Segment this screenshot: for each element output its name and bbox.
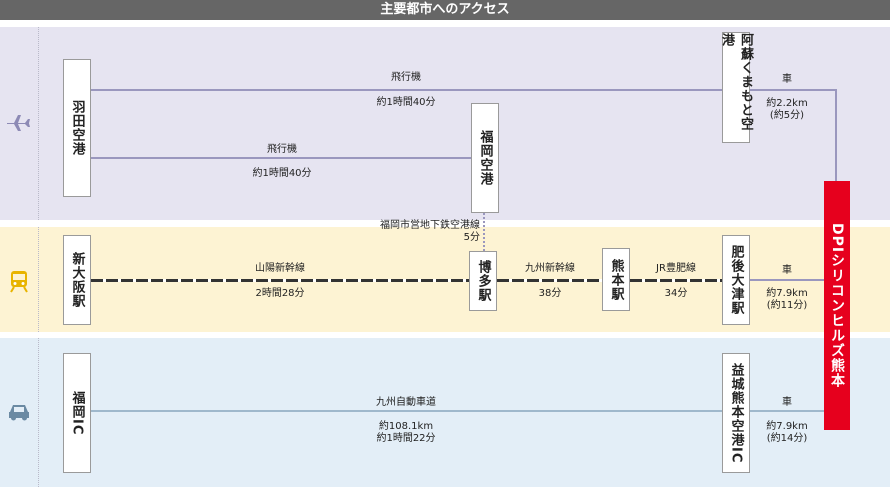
route-time-haneda-fukuoka: 約1時間40分 bbox=[252, 168, 312, 179]
route-mode-haneda-aso: 飛行機 bbox=[391, 72, 421, 83]
route-mode-haneda-fukuoka: 飛行機 bbox=[267, 144, 297, 155]
node-kumamoto-station: 熊本駅 bbox=[602, 248, 630, 311]
route-distance-aso-dest: 約2.2km bbox=[766, 98, 808, 109]
node-haneda-airport: 羽田空港 bbox=[63, 59, 91, 197]
route-line-ozu-dest bbox=[750, 279, 825, 281]
route-line-aso-dest bbox=[750, 89, 837, 91]
route-distance-ozu-dest: 約7.9km bbox=[766, 288, 808, 299]
node-mashiki-ic: 益城熊本空港IC bbox=[722, 353, 750, 473]
route-time-ozu-dest: (約11分) bbox=[766, 300, 808, 311]
route-mode-kyushu: 九州新幹線 bbox=[525, 263, 575, 274]
route-mode-expressway: 九州自動車道 bbox=[376, 397, 436, 408]
route-time-haneda-aso: 約1時間40分 bbox=[376, 97, 436, 108]
train-icon bbox=[6, 268, 32, 294]
route-line-haneda-fukuoka bbox=[91, 157, 471, 159]
route-mode-subway: 福岡市営地下鉄空港線 bbox=[380, 220, 480, 231]
node-fukuoka-ic: 福岡IC bbox=[63, 353, 91, 473]
route-time-kyushu: 38分 bbox=[538, 288, 562, 299]
destination-badge: DPIシリコンヒルズ熊本 bbox=[824, 181, 850, 430]
route-mode-ozu-dest: 車 bbox=[782, 265, 792, 276]
car-separator bbox=[38, 338, 39, 487]
route-mode-aso-dest: 車 bbox=[782, 74, 792, 85]
route-distance-mashiki-dest: 約7.9km bbox=[766, 421, 808, 432]
route-time-mashiki-dest: (約14分) bbox=[766, 433, 808, 444]
route-mode-sanyo: 山陽新幹線 bbox=[255, 263, 305, 274]
route-line-mashiki-dest bbox=[750, 410, 825, 412]
route-time-subway: 5分 bbox=[463, 232, 480, 243]
route-mode-hohi: JR豊肥線 bbox=[656, 263, 696, 274]
route-line-aso-dest-vertical bbox=[835, 89, 837, 182]
air-separator bbox=[38, 27, 39, 220]
rail-line-sanyo bbox=[91, 279, 469, 282]
route-mode-mashiki-dest: 車 bbox=[782, 397, 792, 408]
section-title: 主要都市へのアクセス bbox=[0, 0, 890, 20]
route-line-haneda-aso bbox=[91, 89, 722, 91]
airplane-icon bbox=[6, 110, 32, 136]
route-time-sanyo: 2時間28分 bbox=[255, 288, 305, 299]
air-band bbox=[0, 27, 890, 220]
node-hakata: 博多駅 bbox=[469, 251, 497, 311]
rail-line-kyushu bbox=[497, 279, 602, 282]
route-time-aso-dest: (約5分) bbox=[769, 110, 805, 121]
route-line-subway bbox=[483, 213, 485, 251]
node-shin-osaka: 新大阪駅 bbox=[63, 235, 91, 325]
car-band bbox=[0, 338, 890, 487]
node-higo-ozu: 肥後大津駅 bbox=[722, 235, 750, 325]
node-fukuoka-airport: 福岡空港 bbox=[471, 103, 499, 213]
route-time-hohi: 34分 bbox=[664, 288, 688, 299]
rail-separator bbox=[38, 227, 39, 332]
node-aso-kumamoto-airport: 阿蘇くまもと空港 bbox=[719, 32, 753, 143]
car-icon bbox=[6, 399, 32, 425]
route-distance-expressway: 約108.1km bbox=[378, 421, 434, 432]
route-time-expressway: 約1時間22分 bbox=[376, 433, 436, 444]
route-line-expressway bbox=[91, 410, 722, 412]
rail-line-hohi bbox=[630, 279, 722, 282]
